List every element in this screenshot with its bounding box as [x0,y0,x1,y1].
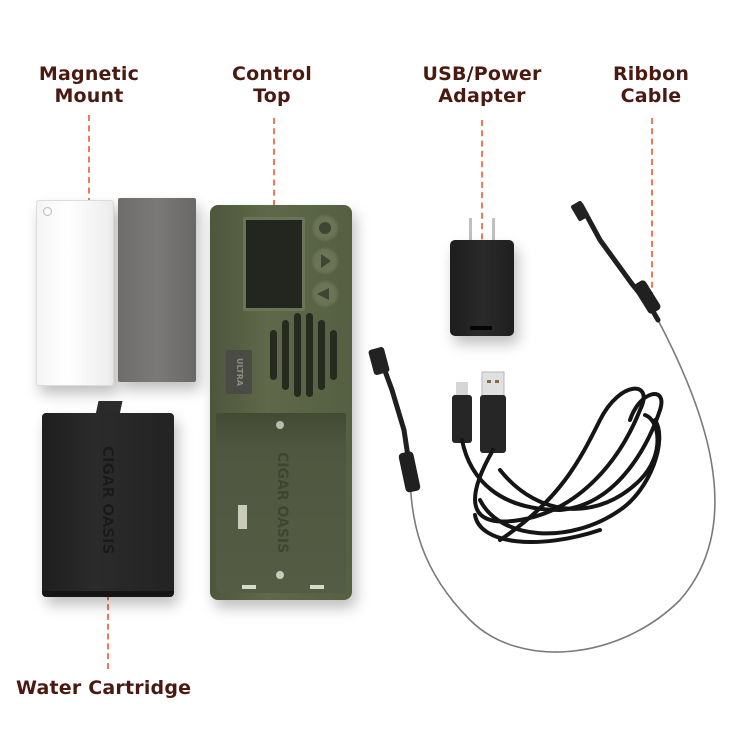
leader-line-control-top [273,118,275,206]
label-usb-line1: USB/Power [422,63,542,85]
usb-power-adapter [450,240,514,336]
label-water-cartridge-line1: Water Cartridge [16,677,192,699]
ultra-badge: ULTRA [226,350,252,394]
label-magnetic-mount-line1: Magnetic [38,63,140,85]
water-cartridge: CIGAR OASIS [42,413,174,597]
leader-line-water-cartridge [107,555,109,669]
label-ribbon-line2: Cable [620,85,682,107]
device-cavity: CIGAR OASIS [216,413,346,593]
label-water-cartridge: Water Cartridge [16,677,206,699]
micro-usb-plug [456,382,468,396]
label-usb-line2: Adapter [438,85,526,107]
ribbon-wire [409,319,716,653]
leader-line-usb-power-adapter [481,120,483,260]
label-magnetic-mount-line2: Mount [54,85,124,107]
plate-hole-icon [43,207,52,216]
label-control-top-line1: Control [232,63,312,85]
control-top-device: ULTRA CIGAR OASIS [210,205,352,600]
usb-a-plug [481,371,505,397]
label-ribbon-line1: Ribbon [612,63,690,85]
magnetic-plate-white [36,200,114,386]
label-ribbon-cable: Ribbon Cable [598,63,704,107]
magnetic-plate-gray [118,198,196,382]
up-arrow-button-icon[interactable] [311,280,339,308]
adapter-prong-left [469,218,472,242]
cavity-logo: CIGAR OASIS [274,452,290,554]
leader-line-ribbon-cable [651,118,653,298]
cartridge-logo: CIGAR OASIS [99,445,117,555]
leader-line-magnetic-mount [88,115,90,235]
lcd-screen [243,217,305,311]
adapter-prong-right [492,218,495,242]
label-control-top-line2: Top [253,85,291,107]
label-control-top: Control Top [218,63,326,107]
circle-button-icon[interactable] [311,214,339,242]
usb-port-icon [470,326,492,330]
label-magnetic-mount: Magnetic Mount [30,63,148,107]
label-usb-power-adapter: USB/Power Adapter [408,63,556,107]
play-button-icon[interactable] [311,247,339,275]
